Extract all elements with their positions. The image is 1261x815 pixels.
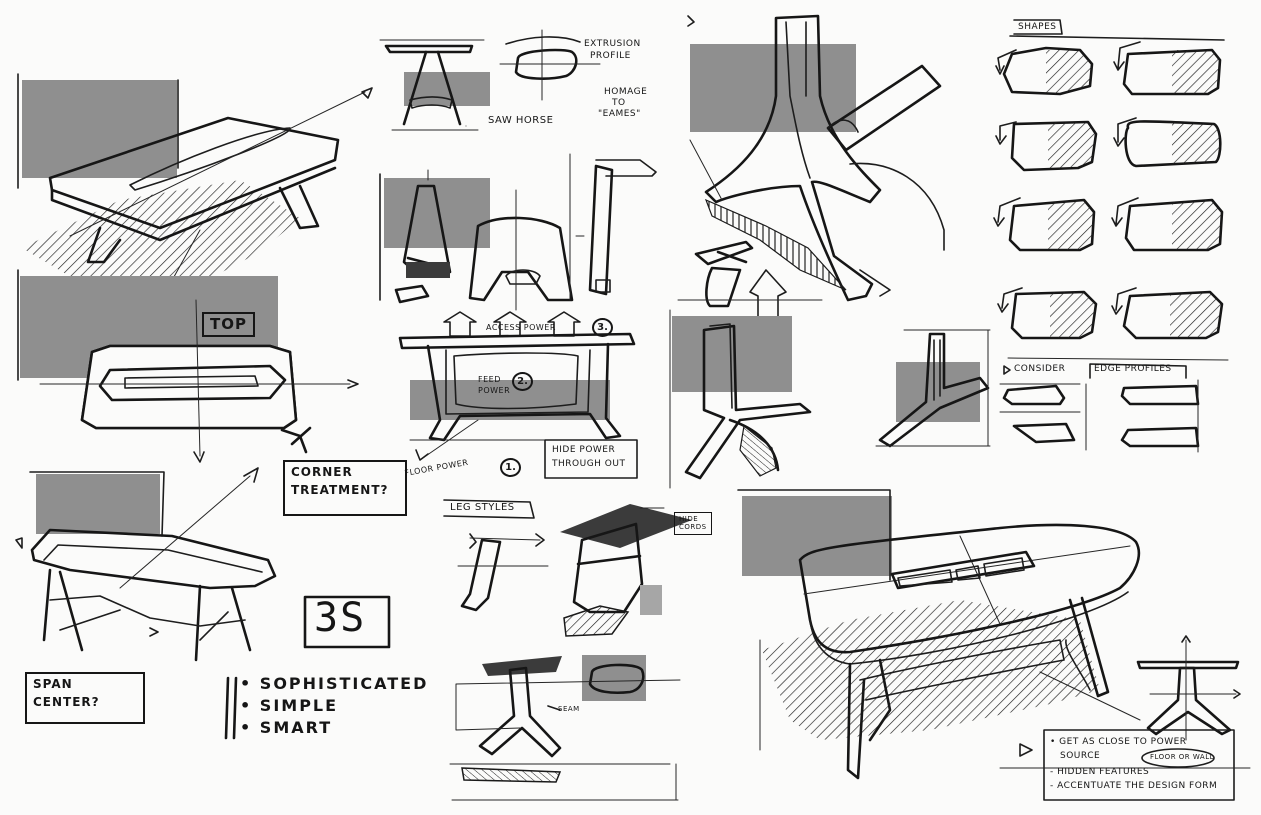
leg-styles-sketch <box>443 499 692 637</box>
callout-3: 3. <box>592 318 613 337</box>
bullet-smart-text: SMART <box>259 718 333 737</box>
note-accentuate: - ACCENTUATE THE DESIGN FORM <box>1050 781 1218 791</box>
three-s-box <box>303 595 391 649</box>
bullet-sophisticated: • SOPHISTICATED <box>240 674 429 693</box>
note-source: SOURCE <box>1060 751 1101 761</box>
three-s-label: 3S <box>314 595 367 641</box>
note-get-close-text: GET AS CLOSE TO POWER <box>1059 737 1187 747</box>
note-hidden-text: HIDDEN FEATURES <box>1057 767 1150 777</box>
hide-power-line1: HIDE POWER <box>552 445 616 455</box>
shape-item-7 <box>997 287 1098 340</box>
pedestal-sketch-small <box>1136 635 1241 741</box>
hide-cords-box: HIDE CORDS <box>674 512 712 535</box>
note-accentuate-text: ACCENTUATE THE DESIGN FORM <box>1057 781 1218 791</box>
hide-cords-line2: CORDS <box>679 523 707 532</box>
leg-profile-sketch-right <box>875 329 991 448</box>
feed-power-line1: FEED <box>478 375 501 384</box>
hide-power-line2: THROUGH OUT <box>552 459 626 469</box>
shape-item-8 <box>1111 287 1224 340</box>
note-hidden: - HIDDEN FEATURES <box>1050 767 1150 777</box>
seam-label: SEAM <box>558 705 580 713</box>
shape-item-5 <box>993 197 1096 252</box>
feed-power-table-sketch <box>398 332 636 461</box>
callout-2: 2. <box>512 372 533 391</box>
corner-treatment-line2: TREATMENT? <box>291 483 389 497</box>
notes-box-frame <box>999 729 1251 801</box>
corner-treatment-box: CORNER TREATMENT? <box>283 460 407 516</box>
shape-item-2 <box>1113 41 1222 96</box>
edge-profiles-label: EDGE PROFILES <box>1094 364 1172 374</box>
homage-line3: "EAMES" <box>598 109 641 119</box>
hide-cords-line1: HIDE <box>679 515 699 523</box>
bullet-sophisticated-text: SOPHISTICATED <box>259 674 429 693</box>
label-top: TOP <box>202 312 255 337</box>
edge-profiles-sketch <box>999 363 1200 453</box>
bullet-smart: • SMART <box>240 718 333 737</box>
table-top-plan-sketch <box>17 269 359 463</box>
note-floor-or-wall: FLOOR OR WALL <box>1150 753 1215 761</box>
shape-item-4 <box>1113 117 1222 168</box>
extrusion-profile-line2: PROFILE <box>590 51 631 61</box>
saw-horse-label: SAW HORSE <box>488 115 554 126</box>
bullet-simple: • SIMPLE <box>240 696 339 715</box>
shapes-grid <box>993 19 1229 361</box>
power-access-sketches <box>379 153 657 337</box>
saw-horse-sketch <box>379 29 601 131</box>
table-perspective-sketch-bottomright <box>737 489 1141 780</box>
homage-line1: HOMAGE <box>604 87 648 97</box>
access-power-label: ACCESS POWER <box>486 323 556 332</box>
span-center-box: SPAN CENTER? <box>25 672 145 724</box>
leg-variant-sketches <box>669 240 823 489</box>
span-center-line1: SPAN <box>33 677 73 691</box>
note-get-close: • GET AS CLOSE TO POWER <box>1050 737 1187 747</box>
hide-power-box <box>544 439 638 479</box>
bullet-bar <box>224 676 238 740</box>
feed-power-line2: POWER <box>478 386 511 395</box>
shapes-label: SHAPES <box>1018 22 1057 32</box>
pedestal-leg-sketch <box>687 14 945 302</box>
table-sketch-bottomleft <box>15 467 277 662</box>
homage-line2: TO <box>612 98 626 108</box>
extrusion-profile-line1: EXTRUSION <box>584 39 641 49</box>
bullet-simple-text: SIMPLE <box>259 696 339 715</box>
shape-item-6 <box>1111 197 1224 252</box>
shape-item-3 <box>995 120 1098 172</box>
shape-item-1 <box>995 46 1094 96</box>
consider-label: CONSIDER <box>1014 364 1066 374</box>
table-perspective-sketch-topleft <box>17 73 373 321</box>
seam-leg-sketch <box>449 655 681 801</box>
leg-styles-label: LEG STYLES <box>450 502 515 513</box>
corner-treatment-line1: CORNER <box>291 465 353 479</box>
callout-1: 1. <box>500 458 521 477</box>
span-center-line2: CENTER? <box>33 695 100 709</box>
